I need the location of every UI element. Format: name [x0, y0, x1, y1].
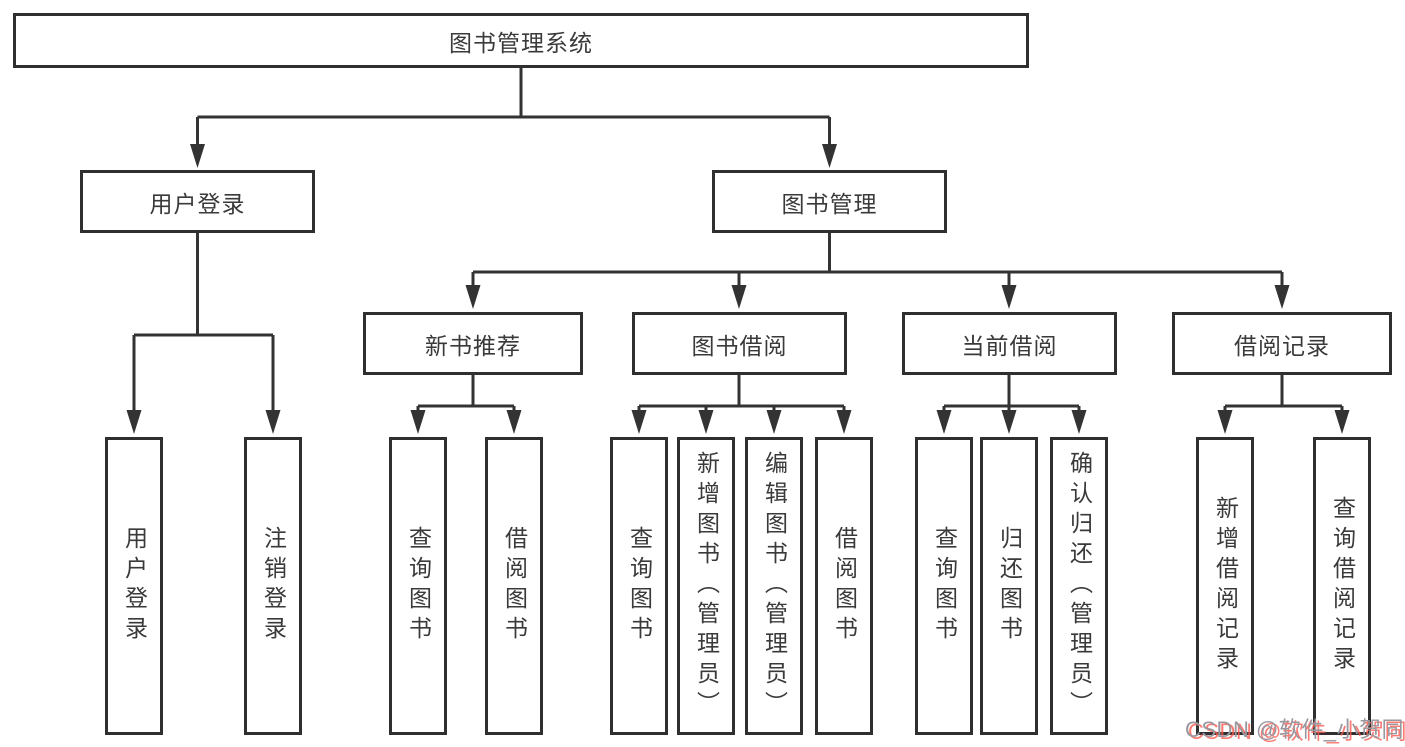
- node-new-book-recommend: 新书推荐: [363, 312, 583, 375]
- node-new-book-recommend-label: 新书推荐: [425, 332, 521, 359]
- leaf-user-login-label: 用户登录: [121, 526, 148, 646]
- node-current-borrow: 当前借阅: [902, 312, 1117, 375]
- leaf-current-query-book: 查询图书: [915, 437, 973, 735]
- leaf-confirm-return-admin: 确认归还（管理员）: [1050, 437, 1108, 735]
- leaf-add-book-admin: 新增图书（管理员）: [677, 437, 735, 735]
- leaf-add-borrow-record: 新增借阅记录: [1196, 437, 1254, 735]
- node-root-label: 图书管理系统: [449, 29, 593, 56]
- node-book-management-label: 图书管理: [781, 190, 878, 217]
- leaf-borrow-borrow-book: 借阅图书: [815, 437, 873, 735]
- leaf-newbook-query-book: 查询图书: [389, 437, 447, 735]
- leaf-user-login: 用户登录: [105, 437, 163, 735]
- leaf-add-borrow-record-label: 新增借阅记录: [1212, 496, 1239, 676]
- node-borrow-record: 借阅记录: [1172, 312, 1392, 375]
- leaf-logout-label: 注销登录: [260, 526, 287, 646]
- leaf-borrow-borrow-book-label: 借阅图书: [831, 526, 858, 646]
- arrowheads: [126, 144, 1350, 434]
- leaf-newbook-borrow-book-label: 借阅图书: [501, 526, 528, 646]
- leaf-current-query-book-label: 查询图书: [931, 526, 958, 646]
- leaf-edit-book-admin-label: 编辑图书（管理员）: [761, 451, 788, 721]
- leaf-borrow-query-book-label: 查询图书: [626, 526, 653, 646]
- leaf-confirm-return-admin-label: 确认归还（管理员）: [1066, 451, 1093, 721]
- csdn-watermark: CSDN @软件_小贺同学: [1185, 717, 1405, 742]
- connector-edges: [132, 67, 1344, 412]
- leaf-return-book-label: 归还图书: [996, 526, 1023, 646]
- node-book-management: 图书管理: [712, 170, 947, 233]
- leaf-query-borrow-record-label: 查询借阅记录: [1329, 496, 1356, 676]
- leaf-logout: 注销登录: [244, 437, 302, 735]
- leaf-borrow-query-book: 查询图书: [610, 437, 668, 735]
- node-root: 图书管理系统: [13, 13, 1029, 68]
- node-user-login: 用户登录: [80, 170, 315, 233]
- node-current-borrow-label: 当前借阅: [961, 332, 1058, 359]
- leaf-newbook-query-book-label: 查询图书: [405, 526, 432, 646]
- node-book-borrow: 图书借阅: [632, 312, 847, 375]
- leaf-add-book-admin-label: 新增图书（管理员）: [693, 451, 720, 721]
- leaf-edit-book-admin: 编辑图书（管理员）: [745, 437, 803, 735]
- node-user-login-label: 用户登录: [149, 190, 246, 217]
- leaf-newbook-borrow-book: 借阅图书: [485, 437, 543, 735]
- node-borrow-record-label: 借阅记录: [1234, 332, 1330, 359]
- leaf-query-borrow-record: 查询借阅记录: [1313, 437, 1371, 735]
- leaf-return-book: 归还图书: [980, 437, 1038, 735]
- node-book-borrow-label: 图书借阅: [691, 332, 788, 359]
